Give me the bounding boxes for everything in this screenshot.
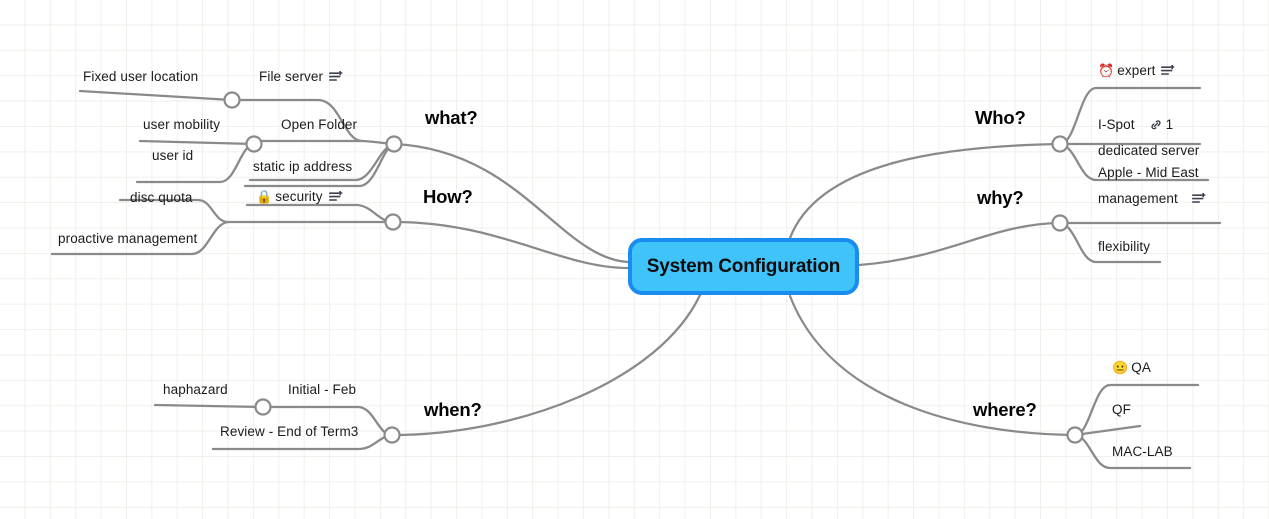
node-label-text: flexibility xyxy=(1098,239,1151,254)
junction-dot xyxy=(1066,426,1084,444)
node-label-text: dedicated server xyxy=(1098,143,1200,158)
junction-dot xyxy=(384,213,402,231)
node-security[interactable]: 🔒 security xyxy=(256,190,344,204)
junction-dot xyxy=(254,398,272,416)
node-label-text: haphazard xyxy=(163,382,228,397)
node-label-text: security xyxy=(275,189,323,204)
node-label-text: user mobility xyxy=(143,117,221,132)
node-file-server[interactable]: File server xyxy=(259,70,344,84)
branch-label-where[interactable]: where? xyxy=(973,399,1037,420)
node-flexibility[interactable]: flexibility xyxy=(1098,240,1150,254)
node-static-ip-address[interactable]: static ip address xyxy=(253,160,352,174)
node-management[interactable]: management xyxy=(1098,192,1207,206)
node-label-text: Review - End of Term3 xyxy=(220,424,359,439)
node-review-end-of-term3[interactable]: Review - End of Term3 xyxy=(220,425,358,439)
node-label-text: QF xyxy=(1112,402,1131,417)
node-mac-lab[interactable]: MAC-LAB xyxy=(1112,445,1173,459)
node-label-text: management xyxy=(1098,191,1178,206)
node-label-text: Fixed user location xyxy=(83,69,199,84)
node-label-text: MAC-LAB xyxy=(1112,444,1173,459)
node-haphazard[interactable]: haphazard xyxy=(163,383,228,397)
junction-dot xyxy=(385,135,403,153)
node-open-folder[interactable]: Open Folder xyxy=(281,118,357,132)
alarm-clock-icon: ⏰ xyxy=(1098,63,1115,79)
node-disc-quota[interactable]: disc quota xyxy=(130,191,193,205)
node-proactive-management[interactable]: proactive management xyxy=(58,232,197,246)
junction-dot xyxy=(223,91,241,109)
node-label-text: disc quota xyxy=(130,190,193,205)
node-dedicated-server[interactable]: dedicated server xyxy=(1098,144,1199,158)
node-fixed-user-location[interactable]: Fixed user location xyxy=(83,70,198,84)
node-apple-mid-east[interactable]: Apple - Mid East xyxy=(1098,166,1199,180)
node-user-id[interactable]: user id xyxy=(152,149,193,163)
neutral-face-icon: 😐 xyxy=(1112,360,1129,376)
junction-dot xyxy=(245,135,263,153)
junction-dot xyxy=(1051,135,1069,153)
notes-icon[interactable] xyxy=(328,190,344,203)
central-node-title: System Configuration xyxy=(646,255,841,277)
node-initial-feb[interactable]: Initial - Feb xyxy=(288,383,356,397)
node-label-text: static ip address xyxy=(253,159,353,174)
node-expert[interactable]: ⏰ expert xyxy=(1098,64,1176,78)
node-user-mobility[interactable]: user mobility xyxy=(143,118,220,132)
branch-label-when[interactable]: when? xyxy=(424,399,482,420)
node-qa[interactable]: 😐 QA xyxy=(1112,361,1151,375)
node-label-text: expert xyxy=(1117,63,1156,78)
node-label-text: proactive management xyxy=(58,231,198,246)
notes-icon[interactable] xyxy=(1161,64,1176,77)
link-icon[interactable] xyxy=(1149,119,1163,131)
node-label-text: QA xyxy=(1131,360,1152,375)
branch-label-what[interactable]: what? xyxy=(425,107,478,128)
notes-icon[interactable] xyxy=(1191,192,1207,205)
central-node[interactable]: System Configuration xyxy=(628,238,859,295)
node-label-text: I-Spot xyxy=(1098,117,1135,132)
node-ispot[interactable]: I-Spot 1 xyxy=(1098,118,1173,132)
node-label-text: user id xyxy=(152,148,194,163)
notes-icon[interactable] xyxy=(329,70,344,83)
node-label-text: Apple - Mid East xyxy=(1098,165,1199,180)
branch-label-who[interactable]: Who? xyxy=(975,107,1026,128)
link-count: 1 xyxy=(1165,117,1174,132)
node-qf[interactable]: QF xyxy=(1112,403,1131,417)
branch-label-why[interactable]: why? xyxy=(977,187,1024,208)
junction-dot xyxy=(383,426,401,444)
node-label-text: Initial - Feb xyxy=(288,382,357,397)
node-label-text: Open Folder xyxy=(281,117,358,132)
junction-dot xyxy=(1051,214,1069,232)
node-label-text: File server xyxy=(259,69,324,84)
branch-label-how[interactable]: How? xyxy=(423,186,473,207)
lock-icon: 🔒 xyxy=(256,189,273,205)
